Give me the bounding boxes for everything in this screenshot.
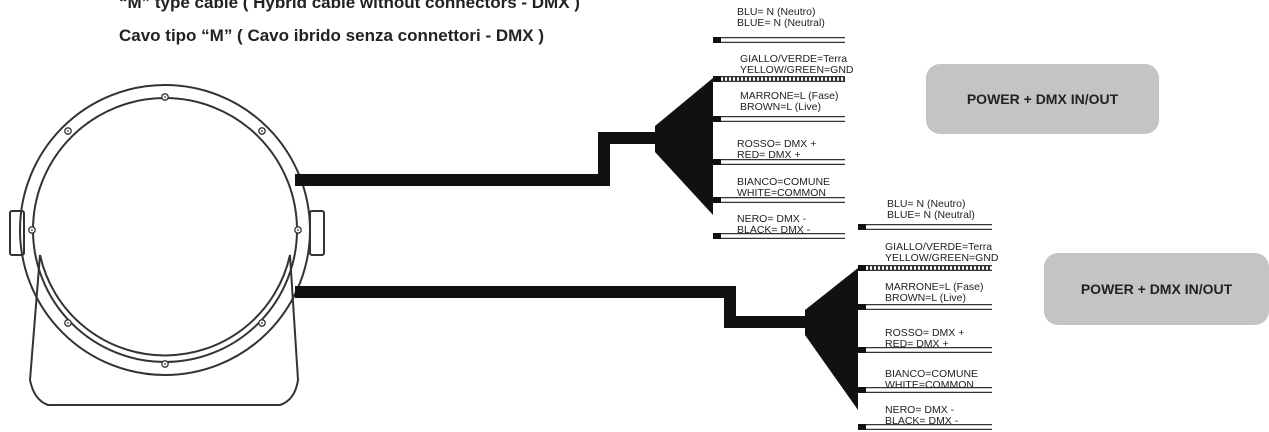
fixture-screw-center <box>31 229 33 231</box>
wire-label-brown: MARRONE=L (Fase)BROWN=L (Live) <box>740 90 839 113</box>
wire-label-black: NERO= DMX -BLACK= DMX - <box>885 404 959 427</box>
fixture-screw-center <box>67 322 69 324</box>
power-dmx-badge: POWER + DMX IN/OUT <box>1044 253 1269 325</box>
fixture-screw-center <box>67 130 69 132</box>
fixture-screws <box>28 93 302 368</box>
fixture-right-knob <box>309 210 325 256</box>
cable-1-breakout <box>655 78 713 215</box>
cable-2 <box>295 224 992 430</box>
fixture-left-knob <box>9 210 25 256</box>
fixture-lens <box>32 97 298 363</box>
fixture-screw-center <box>297 229 299 231</box>
cable-1 <box>295 37 845 239</box>
diagram-title-english: “M” type cable ( Hybrid cable without co… <box>119 0 580 12</box>
fixture-screw-center <box>164 363 166 365</box>
fixture-screw-center <box>164 96 166 98</box>
fixture-drawing <box>9 84 325 406</box>
fixture-outer-ring <box>19 84 311 376</box>
wire-label-red: ROSSO= DMX +RED= DMX + <box>885 327 965 350</box>
fixture-screw-center <box>261 322 263 324</box>
cable-2-wires <box>858 224 992 430</box>
cable-1-trunk <box>295 132 660 186</box>
wire-label-blue: BLU= N (Neutro)BLUE= N (Neutral) <box>887 198 975 221</box>
fixture-yoke <box>28 254 300 406</box>
power-dmx-badge: POWER + DMX IN/OUT <box>926 64 1159 134</box>
cable-2-trunk <box>295 286 808 328</box>
wire-label-brown: MARRONE=L (Fase)BROWN=L (Live) <box>885 281 984 304</box>
cable-1-wires <box>713 37 845 239</box>
cable-2-breakout <box>805 268 858 410</box>
wire-label-black: NERO= DMX -BLACK= DMX - <box>737 213 811 236</box>
wire-label-red: ROSSO= DMX +RED= DMX + <box>737 138 817 161</box>
wire-label-blue: BLU= N (Neutro)BLUE= N (Neutral) <box>737 6 825 29</box>
fixture-screw-center <box>261 130 263 132</box>
diagram-title-italian: Cavo tipo “M” ( Cavo ibrido senza connet… <box>119 26 545 45</box>
